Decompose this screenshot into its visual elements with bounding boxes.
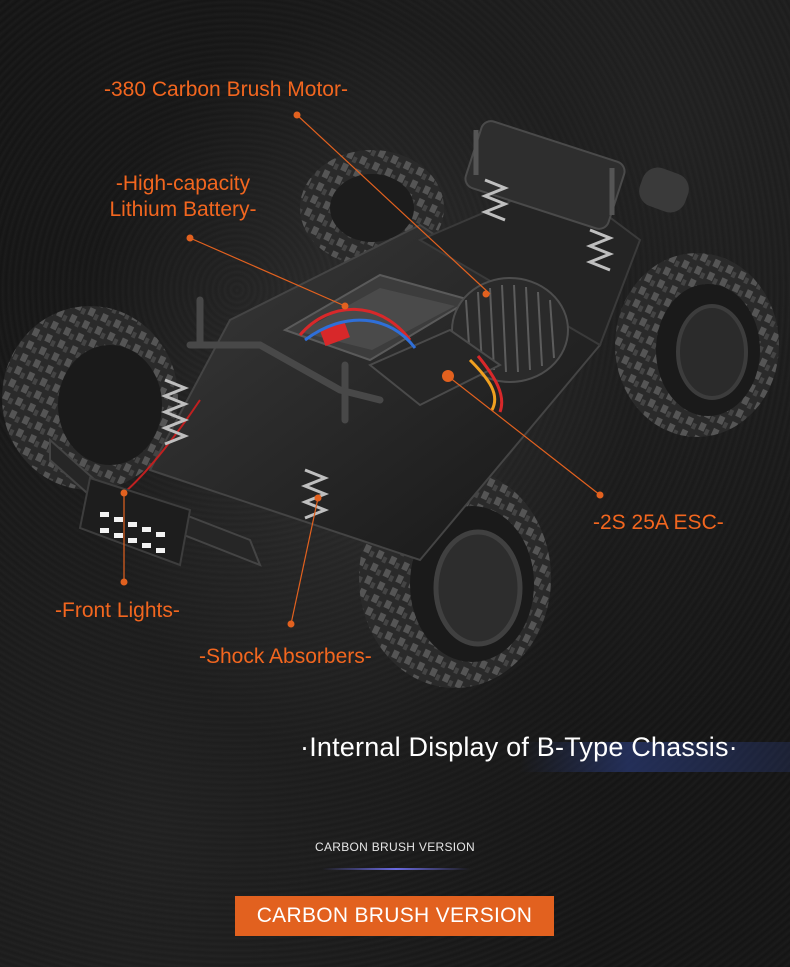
front-light-bar [100, 512, 165, 553]
heading-highlight [520, 742, 790, 772]
callout-battery-line1: -High-capacity [115, 172, 251, 195]
rear-gearbox [464, 120, 689, 230]
version-subcaption: CARBON BRUSH VERSION [314, 840, 476, 854]
esc-unit [368, 328, 502, 407]
subcaption-divider [322, 868, 470, 870]
rear-right-tire [615, 253, 779, 437]
version-button[interactable]: CARBON BRUSH VERSION [235, 896, 554, 936]
callout-motor: -380 Carbon Brush Motor- [104, 78, 348, 101]
callout-shock-absorbers: -Shock Absorbers- [199, 645, 372, 668]
wires [124, 307, 504, 493]
front-bumper [49, 437, 262, 567]
callout-battery-line2: Lithium Battery- [109, 198, 257, 221]
callout-esc: -2S 25A ESC- [593, 511, 724, 534]
callout-front-lights: -Front Lights- [55, 599, 180, 622]
page-heading: ·Internal Display of B-Type Chassis· [300, 732, 738, 762]
front-left-tire [2, 306, 178, 490]
callout-leaders [120, 111, 604, 628]
front-shock-absorbers [160, 178, 615, 520]
shock-towers [186, 296, 384, 424]
